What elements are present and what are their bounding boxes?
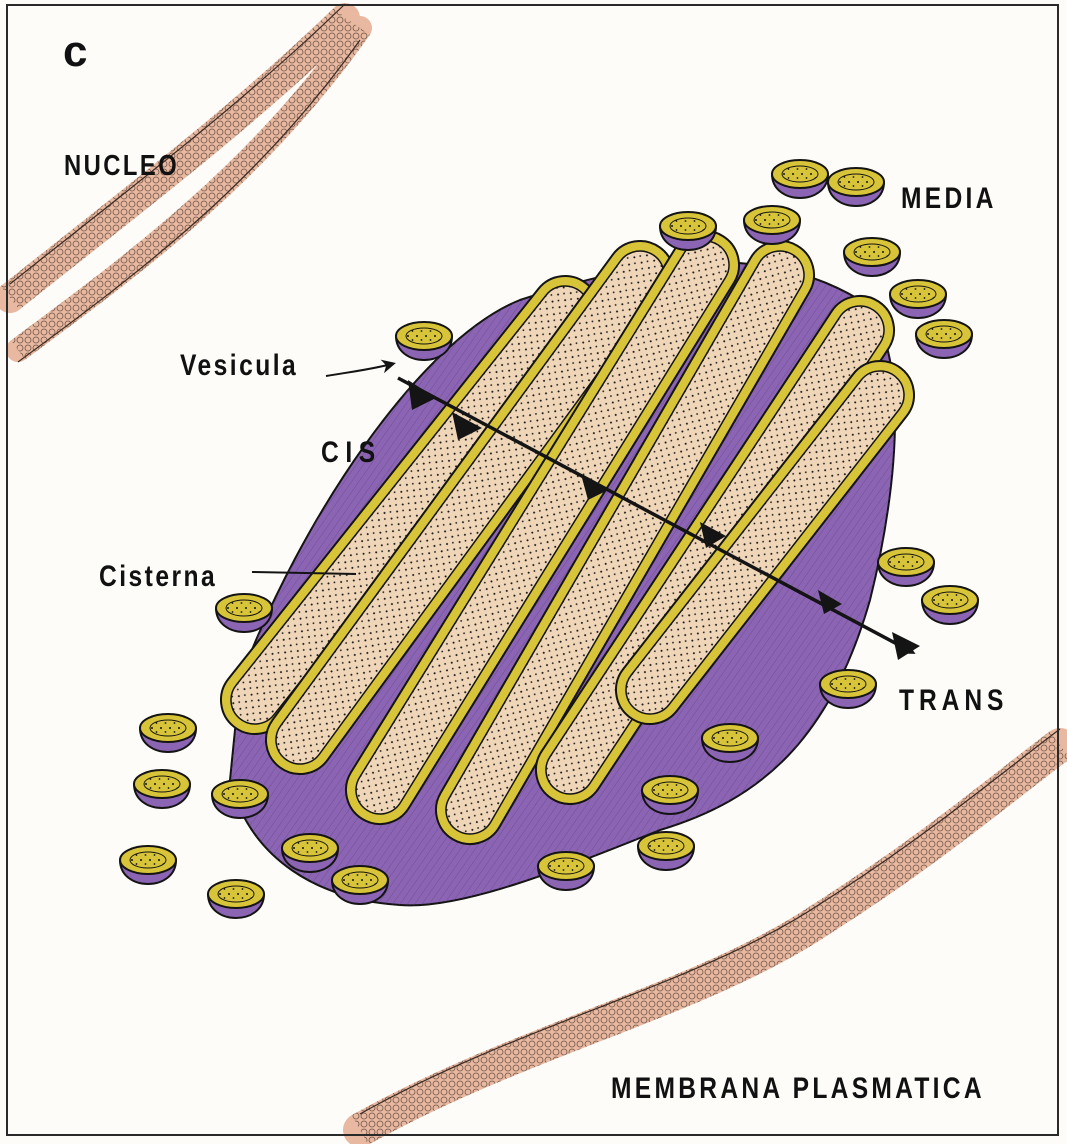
label-membrana-plasmatica: MEMBRANA PLASMATICA xyxy=(611,1072,985,1106)
label-vesicula: Vesicula xyxy=(180,349,298,383)
label-nucleo: NUCLEO xyxy=(64,150,179,183)
label-cisterna: Cisterna xyxy=(99,560,217,594)
label-cis: CIS xyxy=(321,436,382,470)
panel-letter: c xyxy=(63,27,87,77)
label-trans: TRANS xyxy=(899,684,1008,718)
label-media: MEDIA xyxy=(901,182,997,216)
